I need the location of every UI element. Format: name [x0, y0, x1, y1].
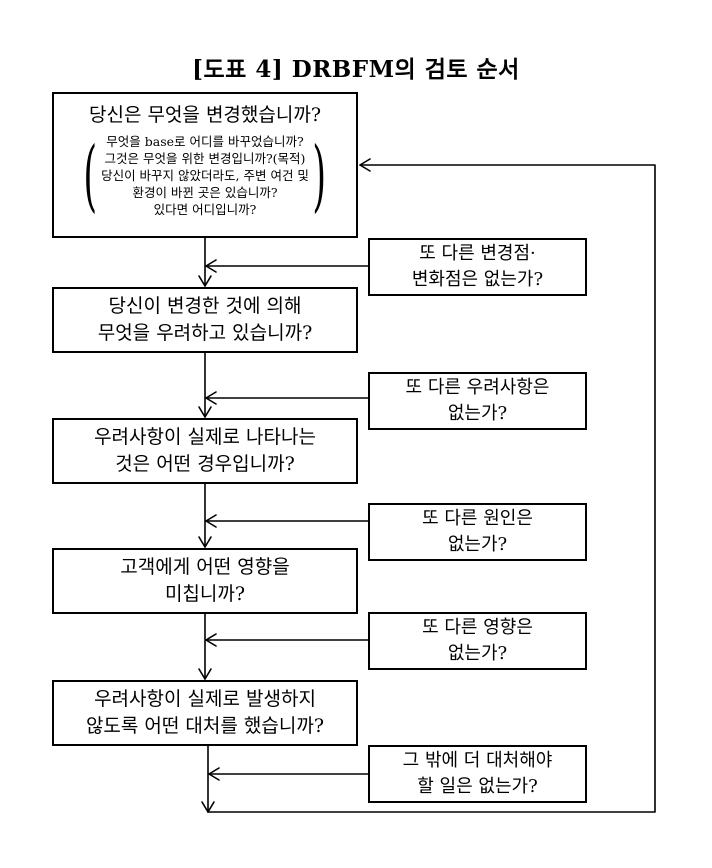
feedback-text-line: 또 다른 원인은	[422, 508, 533, 529]
detail-question: 그것은 무엇을 위한 변경입니까?(목적)	[104, 151, 306, 166]
step-text-line: 것은 어떤 경우입니까?	[115, 453, 295, 475]
detail-question: 무엇을 base로 어디를 바꾸었습니까?	[106, 134, 304, 149]
step-text-line: 우려사항이 실제로 발생하지	[94, 688, 316, 710]
page-title: [도표 4] DRBFM의 검토 순서	[192, 56, 520, 83]
down-arrowhead	[198, 536, 212, 548]
left-arrowhead	[205, 633, 217, 647]
step-text-line: 당신이 변경한 것에 의해	[108, 295, 302, 317]
loop-back-line	[207, 164, 656, 813]
step-box-countermeasure: 우려사항이 실제로 발생하지 않도록 어떤 대처를 했습니까?	[52, 680, 358, 746]
feedback-box-other-causes: 또 다른 원인은 없는가?	[368, 503, 587, 561]
feedback-box-other-actions: 그 밖에 더 대처해야 할 일은 없는가?	[368, 745, 587, 803]
detail-question: 당신이 바꾸지 않았더라도, 주변 여건 및	[101, 168, 309, 183]
detail-question: 있다면 어디입니까?	[153, 202, 257, 217]
feedback-box-other-impacts: 또 다른 영향은 없는가?	[368, 612, 587, 670]
step-box-customer-impact: 고객에게 어떤 영향을 미칩니까?	[52, 548, 358, 614]
feedback-text-line: 없는가?	[447, 403, 508, 424]
feedback-box-other-changes: 또 다른 변경점· 변화점은 없는가?	[368, 238, 587, 296]
left-arrowhead	[208, 767, 220, 781]
step-title: 당신은 무엇을 변경했습니까?	[88, 104, 322, 126]
feedback-text-line: 또 다른 우려사항은	[405, 377, 550, 398]
step-box-what-changed: 당신은 무엇을 변경했습니까? ( ) 무엇을 base로 어디를 바꾸었습니까…	[52, 92, 358, 238]
feedback-text-line: 없는가?	[447, 643, 508, 664]
left-bracket: (	[83, 131, 98, 221]
down-arrowhead	[198, 275, 212, 287]
feedback-text-line: 할 일은 없는가?	[417, 776, 538, 797]
left-arrowhead	[205, 514, 217, 528]
feedback-box-other-concerns: 또 다른 우려사항은 없는가?	[368, 372, 587, 430]
step-box-occurrence: 우려사항이 실제로 나타나는 것은 어떤 경우입니까?	[52, 418, 358, 484]
right-bracket: )	[312, 131, 327, 221]
left-arrowhead	[205, 259, 217, 273]
detail-question: 환경이 바뀐 곳은 있습니까?	[132, 185, 278, 200]
step-text-line: 무엇을 우려하고 있습니까?	[97, 322, 313, 344]
left-arrowhead	[205, 391, 217, 405]
feedback-text-line: 변화점은 없는가?	[411, 269, 544, 290]
step-text-line: 우려사항이 실제로 나타나는	[94, 426, 316, 448]
down-arrowhead	[198, 668, 212, 680]
feedback-text-line: 또 다른 영향은	[422, 617, 533, 638]
step-text-line: 않도록 어떤 대처를 했습니까?	[85, 715, 325, 737]
step-text-line: 미칩니까?	[164, 583, 246, 605]
step-box-concern: 당신이 변경한 것에 의해 무엇을 우려하고 있습니까?	[52, 287, 358, 353]
down-arrowhead	[198, 406, 212, 418]
step-text-line: 고객에게 어떤 영향을	[120, 556, 290, 578]
feedback-text-line: 또 다른 변경점·	[419, 243, 536, 264]
feedback-text-line: 그 밖에 더 대처해야	[402, 750, 553, 771]
left-arrowhead	[359, 158, 371, 172]
detail-question-group: ( ) 무엇을 base로 어디를 바꾸었습니까? 그것은 무엇을 위한 변경입…	[83, 131, 326, 221]
feedback-text-line: 없는가?	[447, 534, 508, 555]
